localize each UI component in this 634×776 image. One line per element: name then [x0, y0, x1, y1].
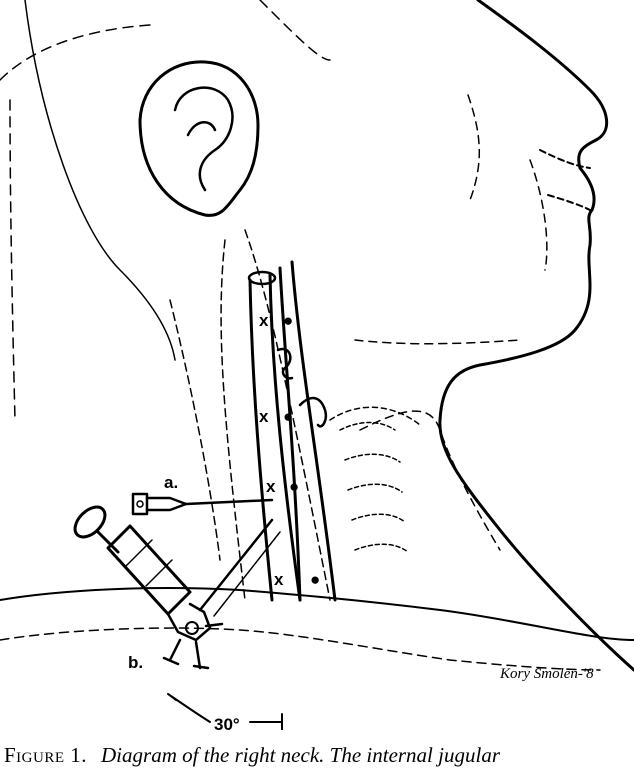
vein-marker-1: x: [259, 311, 269, 330]
caption-text: Diagram of the right neck. The internal …: [101, 743, 500, 767]
scm-border-posterior: [220, 239, 246, 601]
artery-marker-2: ●: [283, 407, 293, 426]
neck-underside: [359, 410, 501, 551]
vessel-markers: x x x x ● ● ● ●: [259, 311, 320, 589]
vein-marker-3: x: [266, 477, 276, 496]
mouth-line: [539, 149, 591, 211]
angle-indicator: [167, 693, 283, 730]
neck-diagram: x x x x ● ● ● ● a. b. 30° Kory Smolen-'8: [0, 0, 634, 730]
thyroid-cartilage: [329, 406, 421, 426]
face-profile: [438, 0, 634, 672]
jaw-line: [354, 339, 521, 345]
internal-jugular-vein: [248, 273, 302, 602]
vein-marker-2: x: [259, 407, 269, 426]
needle-a-hub: [131, 492, 149, 516]
neck-back: [24, 0, 176, 361]
trapezius-line: [169, 299, 221, 561]
head-outline: [0, 0, 331, 421]
clavicle: [0, 627, 601, 671]
caption-lead: Figure 1.: [4, 743, 88, 767]
scm-border-anterior: [244, 229, 331, 601]
carotid-bifurcation: [276, 347, 327, 428]
carotid-artery: [278, 260, 337, 602]
angle-label: 30°: [214, 715, 240, 730]
label-a: a.: [164, 473, 178, 492]
artery-marker-4: ●: [310, 570, 320, 589]
artery-marker-3: ●: [289, 477, 299, 496]
cheek-contour: [467, 94, 548, 271]
figure-caption: Figure 1. Diagram of the right neck. The …: [4, 738, 630, 772]
needle-a: [131, 492, 274, 516]
artery-marker-1: ●: [283, 311, 293, 330]
label-b: b.: [128, 653, 143, 672]
artist-signature: Kory Smolen-'8: [499, 666, 594, 682]
larynx-rings: [339, 421, 409, 553]
syringe-b: [73, 505, 281, 670]
ear-outer: [138, 60, 260, 217]
shoulder-outline: [0, 587, 634, 641]
vein-top-opening: [247, 270, 277, 286]
vein-marker-4: x: [274, 570, 284, 589]
ear-inner: [173, 86, 234, 192]
